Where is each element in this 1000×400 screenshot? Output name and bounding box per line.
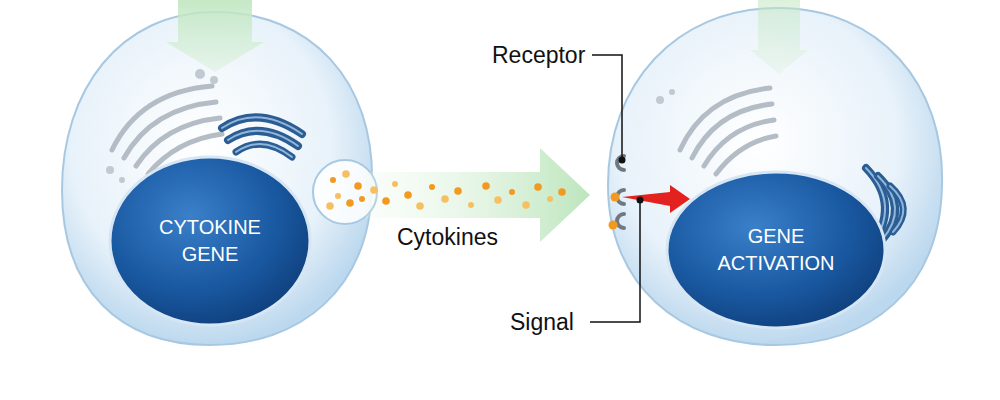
nucleus-body: GENE ACTIVATION bbox=[665, 170, 887, 330]
cytokine-dot bbox=[335, 193, 341, 199]
cytokine-dot bbox=[468, 202, 474, 208]
cytokine-dot bbox=[326, 202, 334, 210]
cytokine-dot bbox=[522, 201, 530, 209]
part-label: Cytokines bbox=[397, 224, 498, 250]
cytokine-dot bbox=[454, 187, 462, 195]
cytokine-dot bbox=[558, 188, 566, 196]
golgi-cisterna bbox=[890, 186, 903, 232]
vesicle bbox=[106, 166, 114, 174]
cytokine-dots bbox=[326, 170, 566, 210]
er-fold bbox=[692, 104, 772, 158]
nucleus-outline bbox=[108, 155, 312, 327]
leader-line bbox=[590, 200, 640, 322]
cytokine-dot bbox=[346, 199, 354, 207]
leader-dot bbox=[619, 157, 626, 164]
cytokine-dot bbox=[429, 184, 435, 190]
cytokine-dot bbox=[404, 191, 412, 199]
nucleus-outline bbox=[665, 170, 887, 330]
nucleus-shape bbox=[110, 157, 310, 325]
leader-dot bbox=[637, 197, 644, 204]
cytokine-dot bbox=[392, 181, 398, 187]
nucleus-label: GENE ACTIVATION bbox=[710, 223, 842, 277]
receptor-symbol bbox=[617, 214, 624, 228]
vesicle bbox=[195, 69, 205, 79]
nucleus: CYTOKINE GENE bbox=[108, 155, 312, 327]
part-label: Receptor bbox=[492, 42, 585, 68]
nucleus-shape bbox=[667, 172, 885, 328]
stimulus-arrow bbox=[750, 0, 808, 74]
bound-cytokine bbox=[611, 193, 620, 202]
cytokine-dot bbox=[547, 196, 553, 202]
cytokine-dot bbox=[416, 202, 424, 210]
cytokine-dot bbox=[330, 177, 336, 183]
stimulus-arrow bbox=[166, 0, 264, 72]
nucleus-label: CYTOKINE GENE bbox=[150, 214, 270, 268]
cytokine-dot bbox=[359, 196, 365, 202]
vesicles bbox=[656, 89, 675, 104]
er-fold bbox=[716, 136, 776, 174]
nucleus: GENE ACTIVATION bbox=[665, 170, 887, 330]
cytokine-dot bbox=[534, 183, 542, 191]
cytokine-dot bbox=[509, 189, 515, 195]
leader-line bbox=[592, 55, 622, 160]
vesicle bbox=[669, 89, 675, 95]
golgi-cisterna bbox=[236, 144, 292, 157]
golgi-apparatus bbox=[222, 117, 302, 157]
vesicle bbox=[210, 76, 218, 84]
bound-cytokine bbox=[609, 221, 618, 230]
cytokine-dot bbox=[482, 182, 490, 190]
vesicle bbox=[656, 96, 664, 104]
part-label: Signal bbox=[510, 309, 574, 335]
cytokine-dot bbox=[441, 195, 449, 203]
cytokine-dot bbox=[382, 197, 390, 205]
signal-arrow bbox=[622, 185, 690, 213]
cytokine-dot bbox=[494, 196, 502, 204]
er-fold bbox=[124, 102, 216, 158]
golgi-cisterna bbox=[890, 186, 903, 232]
nucleus-body: CYTOKINE GENE bbox=[108, 155, 312, 327]
vesicle bbox=[119, 177, 125, 183]
er-fold bbox=[704, 120, 774, 166]
endoplasmic-reticulum bbox=[680, 88, 776, 174]
golgi-cisterna bbox=[236, 144, 292, 157]
cytokine-dot bbox=[370, 186, 378, 194]
cytokine-dot bbox=[354, 182, 362, 190]
receptors bbox=[617, 156, 624, 228]
cytokine-dot bbox=[342, 170, 350, 178]
